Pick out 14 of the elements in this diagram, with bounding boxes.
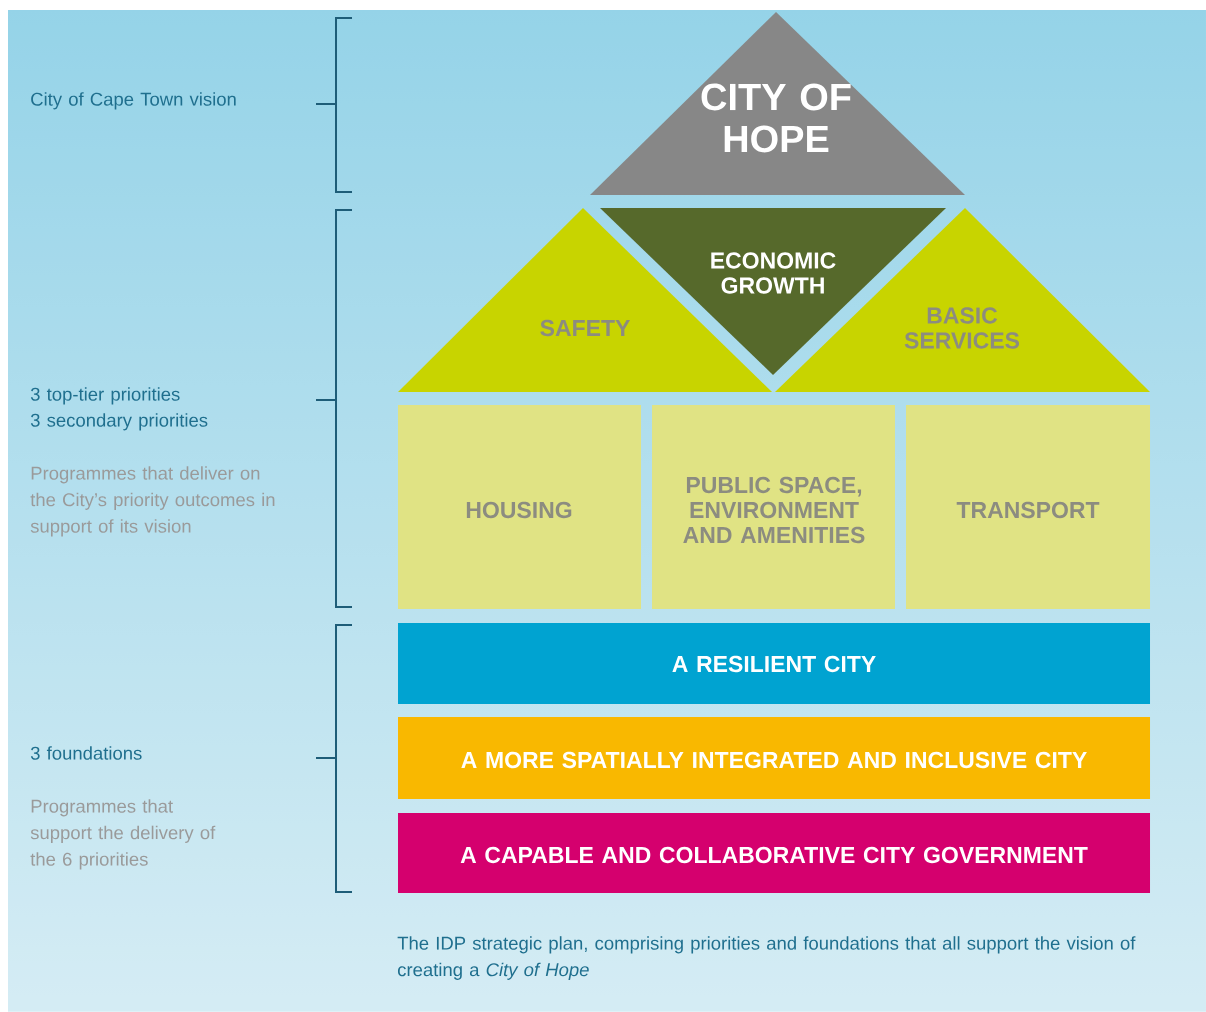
caption: The IDP strategic plan, comprising priorities and foundations that all support the vision of creating a City of Hope <box>397 936 1136 980</box>
side-note: 3 foundations <box>30 746 142 760</box>
pillar-box: HOUSING <box>398 405 641 609</box>
foundation-bar: A MORE SPATIALLY INTEGRATED AND INCLUSIVE CITY <box>398 717 1150 799</box>
side-note: Programmes that support the delivery of the 6 priorities <box>30 799 216 870</box>
pillar-box: PUBLIC SPACE, ENVIRONMENT AND AMENITIES <box>652 405 895 609</box>
side-note: 3 secondary priorities <box>30 413 208 431</box>
side-note: Programmes that deliver on the City’s priority outcomes in support of its vision <box>30 466 275 537</box>
pillar-box: TRANSPORT <box>906 405 1150 609</box>
foundation-bar: A CAPABLE AND COLLABORATIVE CITY GOVERNMENT <box>398 813 1150 893</box>
foundation-bar: A RESILIENT CITY <box>398 623 1150 704</box>
triangle-block: CITY OF HOPE <box>590 12 965 195</box>
side-note: 3 top-tier priorities <box>30 387 180 405</box>
side-note: City of Cape Town vision <box>31 92 236 110</box>
